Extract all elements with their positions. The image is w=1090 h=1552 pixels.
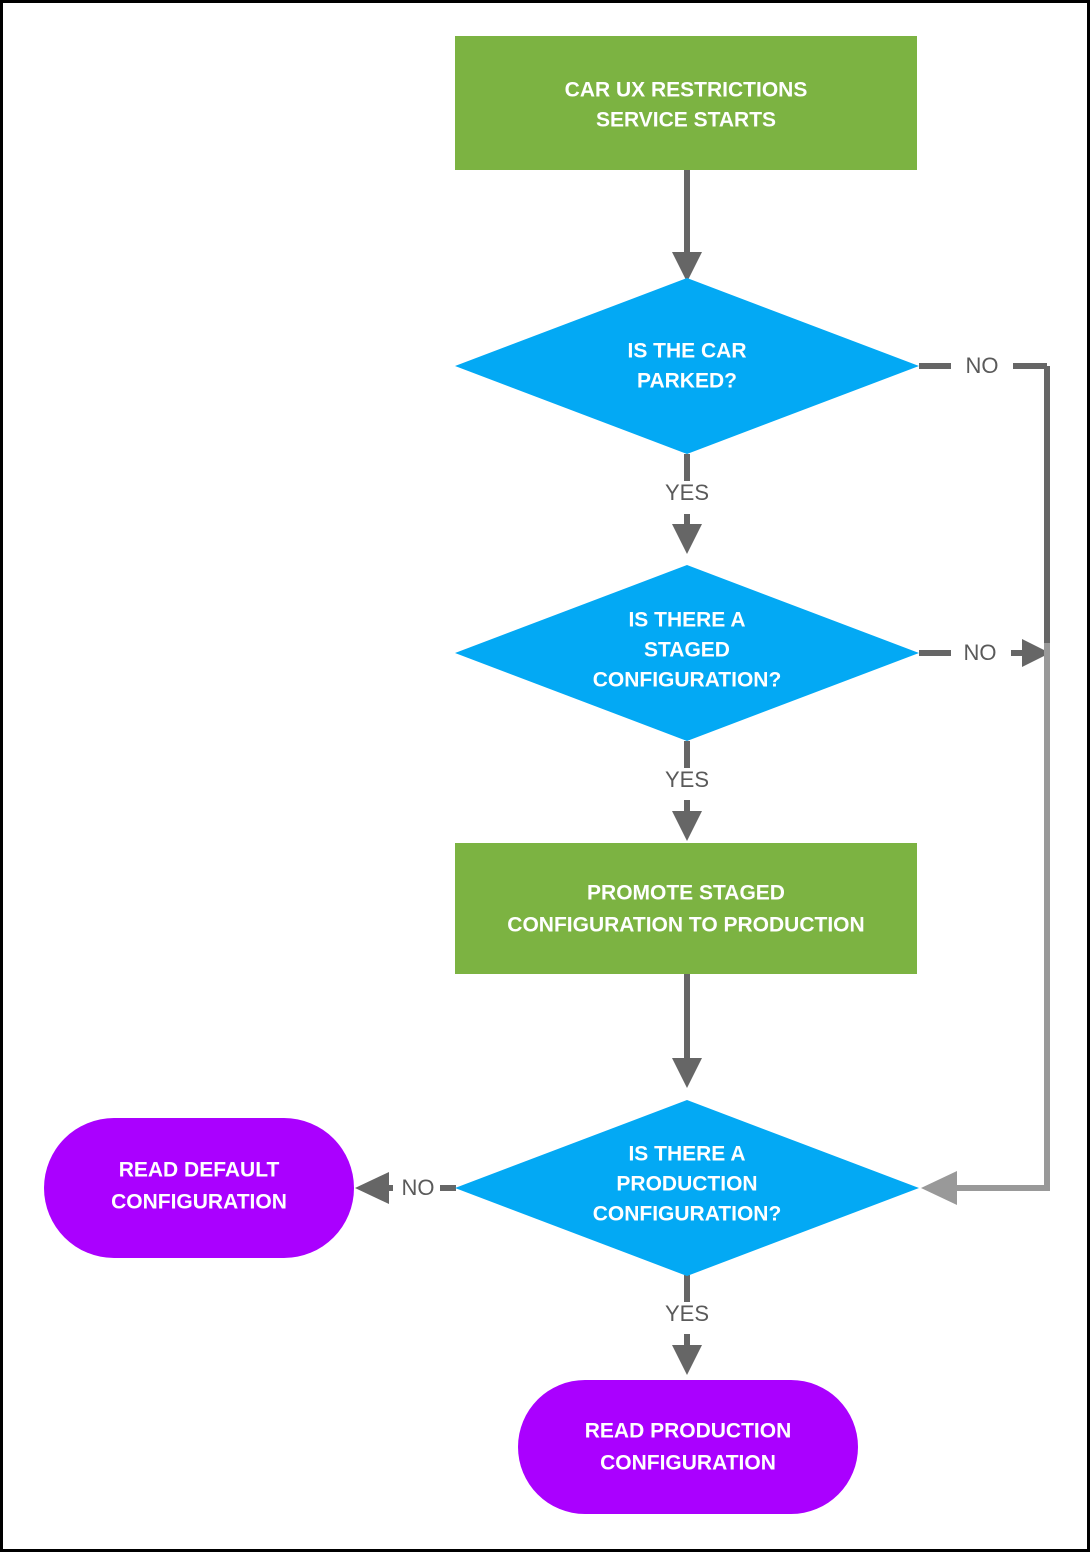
node-promote-staged-line-1: PROMOTE STAGED [587, 882, 785, 905]
arrowhead-icon [355, 1172, 389, 1204]
edge-promote-to-production-check [672, 974, 702, 1088]
edge-label-staged-no: NO [964, 640, 997, 665]
node-read-default-line-2: CONFIGURATION [111, 1191, 287, 1214]
edge-parked-yes: YES [665, 454, 709, 554]
edge-start-to-parked [672, 170, 702, 282]
edge-staged-no: NO [919, 639, 1050, 667]
arrowhead-icon [672, 811, 702, 841]
edge-production-yes: YES [665, 1275, 709, 1375]
arrowhead-icon [672, 252, 702, 282]
flowchart-canvas: NO YES NO YES [44, 36, 1050, 1514]
node-read-production-line-1: READ PRODUCTION [585, 1420, 792, 1443]
node-is-staged-config-shape[interactable] [455, 565, 919, 741]
node-is-production-config-line-2: PRODUCTION [616, 1173, 757, 1196]
node-is-staged-config-line-3: CONFIGURATION? [593, 669, 782, 692]
node-is-staged-config-line-1: IS THERE A [628, 609, 745, 632]
node-promote-staged-line-2: CONFIGURATION TO PRODUCTION [507, 914, 864, 937]
node-is-car-parked-shape[interactable] [455, 278, 919, 454]
node-is-staged-config-line-2: STAGED [644, 639, 730, 662]
node-is-production-config-line-1: IS THERE A [628, 1143, 745, 1166]
node-read-production-shape[interactable] [518, 1380, 858, 1514]
edge-label-production-no: NO [402, 1175, 435, 1200]
arrowhead-icon [1022, 639, 1050, 667]
node-is-car-parked-line-2: PARKED? [637, 370, 737, 393]
node-promote-staged[interactable]: PROMOTE STAGED CONFIGURATION TO PRODUCTI… [455, 843, 917, 974]
node-read-default-shape[interactable] [44, 1118, 354, 1258]
node-read-default[interactable]: READ DEFAULT CONFIGURATION [44, 1118, 354, 1258]
node-read-production-line-2: CONFIGURATION [600, 1452, 776, 1475]
arrowhead-icon [672, 1345, 702, 1375]
node-is-staged-config[interactable]: IS THERE A STAGED CONFIGURATION? [455, 565, 919, 741]
edge-staged-yes: YES [665, 741, 709, 841]
node-read-default-line-1: READ DEFAULT [119, 1159, 280, 1182]
edge-rail-lower [955, 643, 1050, 1191]
node-is-car-parked[interactable]: IS THE CAR PARKED? [455, 278, 919, 454]
edge-label-parked-no: NO [966, 353, 999, 378]
node-is-production-config-line-3: CONFIGURATION? [593, 1203, 782, 1226]
node-read-production[interactable]: READ PRODUCTION CONFIGURATION [518, 1380, 858, 1514]
arrowhead-icon [921, 1171, 957, 1205]
node-is-car-parked-line-1: IS THE CAR [627, 340, 746, 363]
arrowhead-icon [672, 1058, 702, 1088]
node-start-line-1: CAR UX RESTRICTIONS [565, 79, 808, 102]
node-is-production-config[interactable]: IS THERE A PRODUCTION CONFIGURATION? [455, 1100, 919, 1276]
edge-label-staged-yes: YES [665, 767, 709, 792]
edge-label-production-yes: YES [665, 1301, 709, 1326]
node-start[interactable]: CAR UX RESTRICTIONS SERVICE STARTS [455, 36, 917, 170]
node-is-production-config-shape[interactable] [455, 1100, 919, 1276]
node-start-shape[interactable] [455, 36, 917, 170]
edge-parked-no: NO [919, 353, 1050, 643]
edge-production-no: NO [355, 1172, 456, 1204]
node-promote-staged-shape[interactable] [455, 843, 917, 974]
node-start-line-2: SERVICE STARTS [596, 109, 776, 132]
edge-label-parked-yes: YES [665, 480, 709, 505]
edge-rail-to-production-check [921, 643, 1050, 1205]
arrowhead-icon [672, 524, 702, 554]
